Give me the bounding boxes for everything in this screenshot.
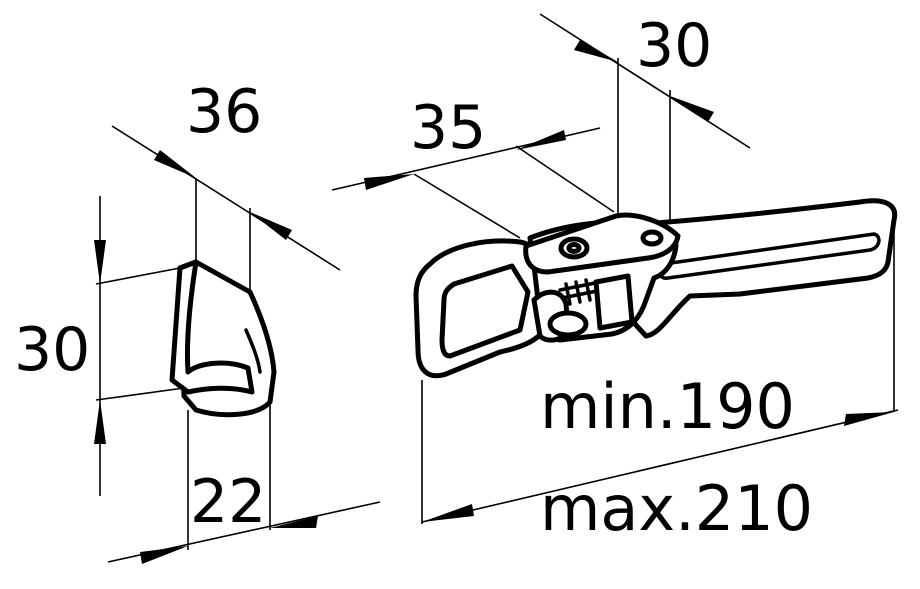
latch-extension-lines (413, 58, 895, 524)
dimension-35: 35 (331, 93, 601, 191)
dim-label-30-top: 30 (636, 11, 712, 81)
dim-label-22: 22 (190, 467, 266, 537)
dimension-overall-length: min.190 max.210 (421, 370, 899, 545)
keeper-extension-lines (95, 178, 271, 550)
latch-body (413, 198, 898, 379)
dimension-30-top: 30 (539, 11, 751, 149)
dimension-22: 22 (107, 467, 381, 564)
dim-label-min: min.190 (540, 370, 795, 443)
dim-label-30-left: 30 (14, 315, 90, 385)
keeper-catch (169, 259, 277, 418)
dim-label-35: 35 (410, 93, 486, 163)
dim-label-max: max.210 (540, 472, 813, 545)
dimension-30-vertical: 30 (14, 196, 106, 496)
dim-label-36: 36 (186, 77, 262, 147)
dimension-36: 36 (111, 77, 341, 271)
